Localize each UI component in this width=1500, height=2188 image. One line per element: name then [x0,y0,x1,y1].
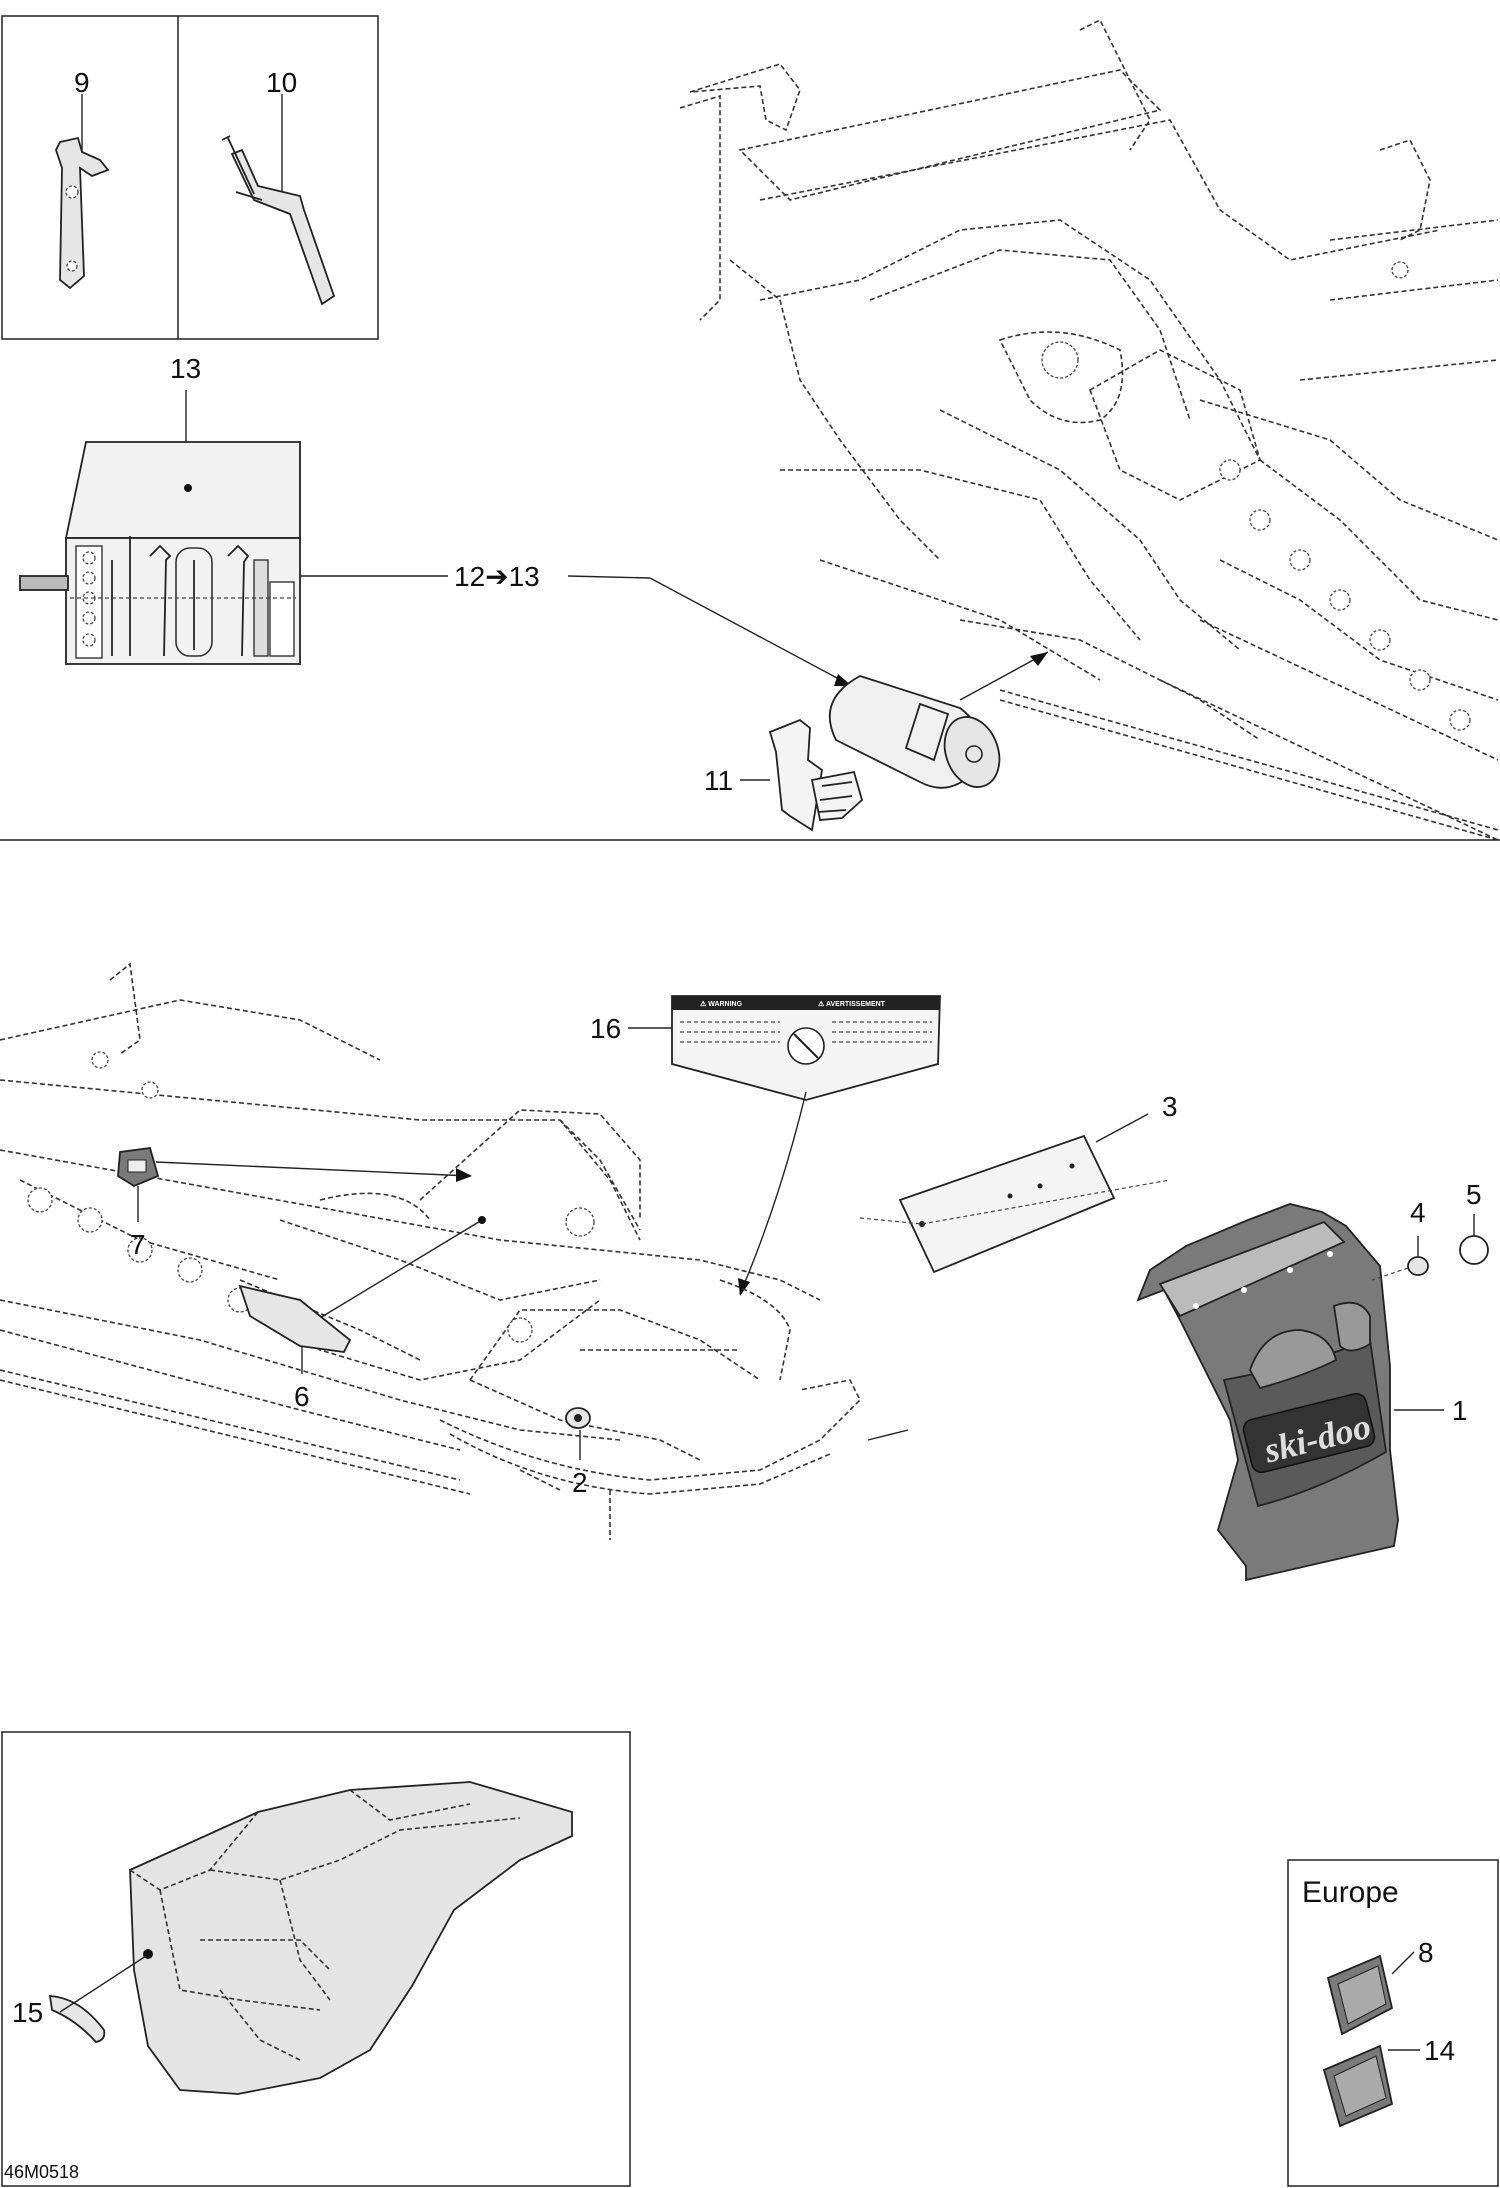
reference-code: 46M0518 [4,2162,79,2182]
screw-part [1407,1256,1429,1276]
callout-14: 14 [1424,2035,1455,2066]
chassis-frame-lower [0,962,861,1540]
europe-inset: Europe [1287,1859,1499,2187]
callout-13: 13 [170,353,201,384]
callout-12-to-13: 12➔13 [454,561,540,592]
tool-roll [828,675,1001,789]
callout-10: 10 [266,67,297,98]
callout-15: 15 [12,1997,43,2028]
callout-5: 5 [1466,1179,1482,1210]
callout-3: 3 [1162,1091,1178,1122]
bar-tool [221,135,336,306]
callout-7: 7 [130,1229,146,1260]
tool-kit-bag [19,441,301,665]
cap-part [1459,1235,1489,1265]
protective-strip [238,1284,352,1353]
reflector-part [117,1147,160,1188]
callout-8: 8 [1418,1937,1434,1968]
callout-6: 6 [294,1381,310,1412]
reflector-14 [1322,2044,1394,2128]
callout-16: 16 [590,1013,621,1044]
callout-labels: 9 10 13 12➔13 11 16 3 4 5 1 7 6 2 15 8 1… [12,67,1482,2066]
callout-11: 11 [704,765,733,796]
skid-strip-15 [48,1995,106,2043]
callout-9: 9 [74,67,90,98]
tool-inset-box [1,15,379,340]
decal-right-heading: ⚠ AVERTISSEMENT [818,1000,886,1008]
backing-plate [898,1134,1116,1274]
callout-4: 4 [1410,1197,1426,1228]
decal-left-heading: ⚠ WARNING [700,1000,743,1008]
tool-bracket [768,718,864,832]
callout-2: 2 [572,1467,588,1498]
nut-part [565,1407,591,1429]
wrench-tool [55,136,110,290]
callout-1: 1 [1452,1395,1468,1426]
kit-tools [70,536,296,659]
skid-plate-inset [1,1731,631,2187]
mud-flap: ski-doo [1136,1203,1399,1582]
reflector-8 [1326,1954,1394,2036]
region-label-europe: Europe [1302,1876,1399,1909]
chassis-frame-upper [679,18,1499,841]
warning-decal: ⚠ WARNING ⚠ AVERTISSEMENT [671,995,941,1101]
